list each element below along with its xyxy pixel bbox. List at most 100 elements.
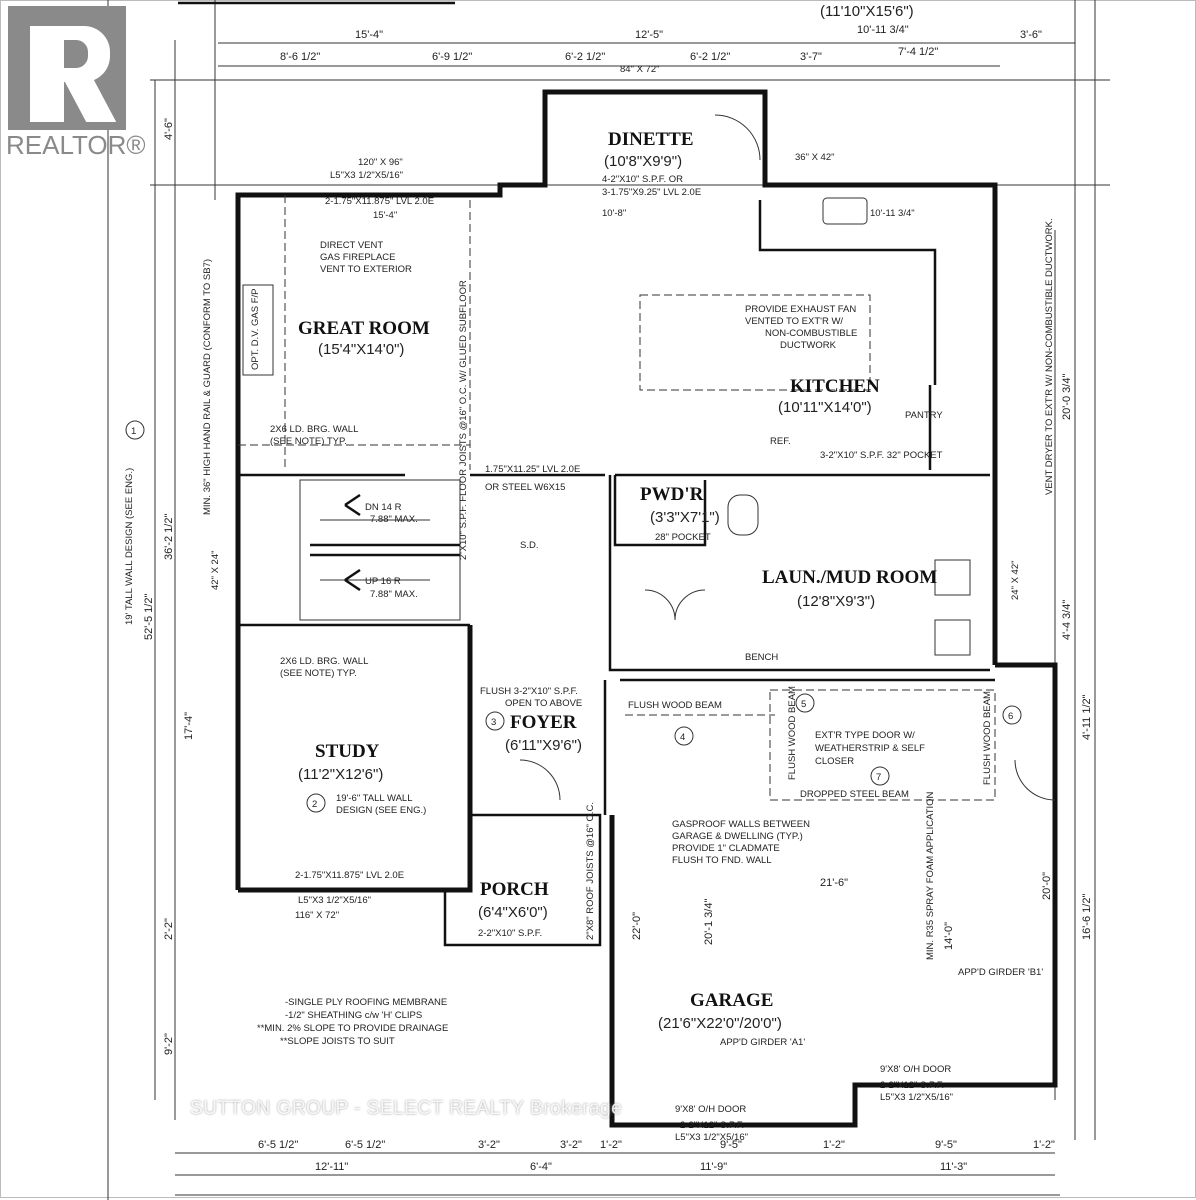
bearing-wall-note: 2X6 LD. BRG. WALL bbox=[270, 424, 358, 435]
dim-label: 6'-2 1/2" bbox=[690, 51, 730, 63]
dim-label: 10'-8" bbox=[602, 208, 626, 219]
fireplace-label: OPT. D.V. GAS F/P bbox=[250, 289, 261, 370]
marker-4: 4 bbox=[680, 732, 685, 743]
dim-label: 3'-2" bbox=[478, 1139, 500, 1151]
stair-label: 7.88" MAX. bbox=[370, 589, 418, 600]
dryer-icon bbox=[934, 619, 971, 656]
marker-7: 7 bbox=[876, 772, 881, 783]
room-size-porch: (6'4"X6'0") bbox=[478, 904, 548, 921]
exhaust-note: NON-COMBUSTIBLE bbox=[765, 328, 857, 339]
room-size-kitchen: (10'11"X14'0") bbox=[778, 399, 872, 416]
smoke-detector-label: S.D. bbox=[520, 540, 538, 551]
dim-label: 9'-5" bbox=[935, 1139, 957, 1151]
washer-icon bbox=[934, 559, 971, 596]
beam-label: 3-1.75"X9.25" LVL 2.0E bbox=[602, 187, 701, 198]
dim-label: 8'-6 1/2" bbox=[280, 51, 320, 63]
room-name-laundry: LAUN./MUD ROOM bbox=[762, 567, 937, 588]
dim-label: 20'-0 3/4" bbox=[1061, 374, 1073, 420]
room-name-great-room: GREAT ROOM bbox=[298, 318, 430, 339]
gasproof-note: GARAGE & DWELLING (TYP.) bbox=[672, 831, 803, 842]
door-note: CLOSER bbox=[815, 756, 854, 767]
dim-label: 52'-5 1/2" bbox=[143, 594, 155, 640]
stairs bbox=[299, 479, 461, 621]
bearing-wall-note: 2X6 LD. BRG. WALL bbox=[280, 656, 368, 667]
room-name-garage: GARAGE bbox=[690, 990, 773, 1011]
door-swing-icon bbox=[519, 759, 561, 801]
beam-label: 2-2"X12" S.P.F. bbox=[880, 1080, 944, 1091]
exhaust-note: DUCTWORK bbox=[780, 340, 837, 351]
window-label: 36" X 42" bbox=[795, 152, 835, 163]
window-label: 24" X 42" bbox=[1010, 561, 1021, 601]
bearing-wall-note: (SEE NOTE) TYP. bbox=[280, 668, 357, 679]
dim-label: 4'-11 1/2" bbox=[1081, 694, 1093, 740]
window-label: 116" X 72" bbox=[295, 910, 339, 921]
door-swing-icon bbox=[1014, 759, 1056, 801]
fireplace-icon bbox=[242, 284, 274, 376]
marker-5: 5 bbox=[801, 699, 806, 710]
lintel-label: L5"X3 1/2"X5/16" bbox=[330, 170, 403, 181]
dim-label: 6'-4" bbox=[530, 1161, 552, 1173]
stair-label: UP 16 R bbox=[365, 576, 401, 587]
dim-label: 9'-2" bbox=[163, 1033, 175, 1055]
walls bbox=[235, 89, 1058, 1128]
window-label: 84" X 72" bbox=[620, 64, 660, 75]
beam-label: 2-2"X12" S.P.F. bbox=[680, 1120, 744, 1131]
roofing-note: -1/2" SHEATHING c/w 'H' CLIPS bbox=[285, 1010, 422, 1021]
dim-label: 3'-6" bbox=[1020, 29, 1042, 41]
exhaust-note: PROVIDE EXHAUST FAN bbox=[745, 304, 856, 315]
dim-label: 16'-6 1/2" bbox=[1081, 894, 1093, 940]
marker-2: 2 bbox=[312, 799, 317, 810]
marker-6: 6 bbox=[1008, 711, 1013, 722]
garage-door-label: 9'X8' O/H DOOR bbox=[675, 1104, 746, 1115]
pocket-door-label: 3-2"X10" S.P.F. 32" POCKET bbox=[820, 450, 943, 461]
marker-3: 3 bbox=[491, 717, 496, 728]
realtor-logo-text: REALTOR® bbox=[6, 130, 146, 160]
beam-label: 2-1.75"X11.875" LVL 2.0E bbox=[325, 196, 434, 207]
fridge-label: REF. bbox=[770, 436, 791, 447]
foyer-beam-note: FLUSH 3-2"X10" S.P.F. bbox=[480, 686, 578, 697]
dim-label: 22'-0" bbox=[631, 912, 643, 940]
garage-door-label: 9'X8' O/H DOOR bbox=[880, 1064, 951, 1075]
dim-label: 6'-5 1/2" bbox=[345, 1139, 385, 1151]
room-size-garage: (21'6"X22'0"/20'0") bbox=[658, 1015, 782, 1032]
marker-1: 1 bbox=[131, 426, 136, 437]
dryer-vent-note: VENT DRYER TO EXT'R W/ NON-COMBUSTIBLE D… bbox=[1044, 218, 1055, 495]
room-size-great-room: (15'4"X14'0") bbox=[318, 341, 404, 358]
gasproof-note: FLUSH TO FND. WALL bbox=[672, 855, 772, 866]
dim-label: 15'-4" bbox=[373, 210, 397, 221]
roofing-note: **SLOPE JOISTS TO SUIT bbox=[280, 1036, 395, 1047]
tall-wall-note: 19'-6" TALL WALL bbox=[336, 793, 412, 804]
beam-label: OR STEEL W6X15 bbox=[485, 482, 565, 493]
dim-label: 20'-1 3/4" bbox=[703, 899, 715, 945]
dim-label: 4'-4 3/4" bbox=[1061, 600, 1073, 640]
room-name-porch: PORCH bbox=[480, 879, 549, 900]
pocket-door-label: 28" POCKET bbox=[655, 532, 711, 543]
dim-label: 6'-9 1/2" bbox=[432, 51, 472, 63]
dim-label: 3'-2" bbox=[560, 1139, 582, 1151]
room-size-laundry: (12'8"X9'3") bbox=[797, 593, 875, 610]
dim-label: 1'-2" bbox=[823, 1139, 845, 1151]
kitchen-sink-icon bbox=[822, 197, 868, 225]
pantry-label: PANTRY bbox=[905, 410, 943, 421]
stair-arrow-icon bbox=[344, 493, 361, 592]
room-name-kitchen: KITCHEN bbox=[790, 376, 880, 397]
dim-label: 15'-4" bbox=[355, 29, 383, 41]
bench-label: BENCH bbox=[745, 652, 778, 663]
beam-label: FLUSH WOOD BEAM bbox=[982, 691, 993, 785]
dim-label: 4'-6" bbox=[163, 118, 175, 140]
gasproof-note: PROVIDE 1" CLADMATE bbox=[672, 843, 780, 854]
dim-label: 14'-0" bbox=[943, 922, 955, 950]
toilet-icon bbox=[727, 494, 759, 536]
dim-label: 12'-5" bbox=[635, 29, 663, 41]
lintel-label: L5"X3 1/2"X5/16" bbox=[298, 895, 371, 906]
stair-label: 7.88" MAX. bbox=[370, 514, 418, 525]
room-name-foyer: FOYER bbox=[510, 712, 577, 733]
top-room-size: (11'10"X15'6") bbox=[820, 3, 914, 20]
lintel-label: L5"X3 1/2"X5/16" bbox=[880, 1092, 953, 1103]
beam-label: 4-2"X10" S.P.F. OR bbox=[602, 174, 683, 185]
tall-wall-note: 19' TALL WALL DESIGN (SEE ENG.) bbox=[124, 468, 135, 625]
dim-label: 2'-2" bbox=[163, 918, 175, 940]
room-name-study: STUDY bbox=[315, 741, 380, 762]
roof-joist-note: 2"X8" ROOF JOISTS @16" O.C. bbox=[585, 802, 596, 940]
dim-label: 11'-3" bbox=[940, 1161, 967, 1173]
